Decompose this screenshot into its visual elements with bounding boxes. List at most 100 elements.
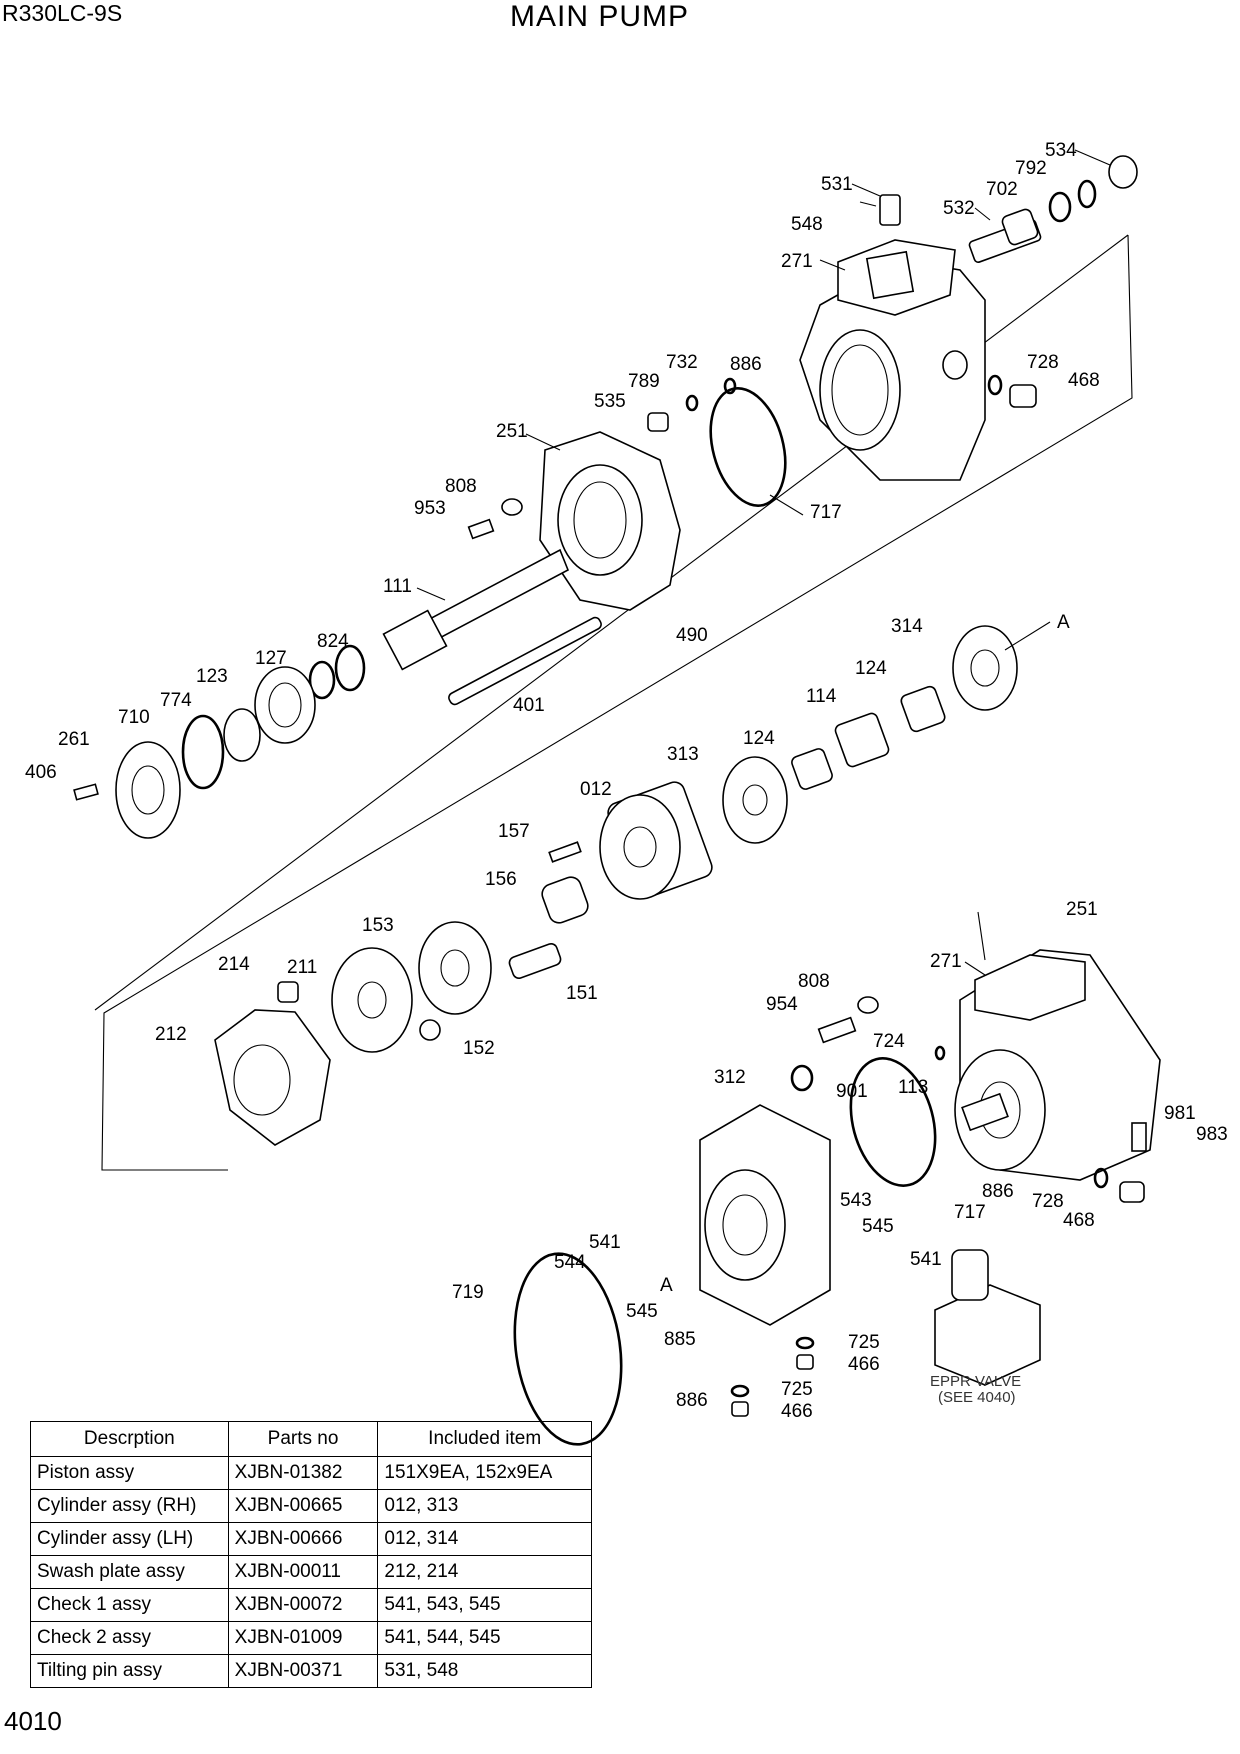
callout: 710: [118, 707, 150, 728]
callout: 983: [1196, 1124, 1228, 1145]
callout: 532: [943, 198, 975, 219]
model-code: R330LC-9S: [2, 0, 123, 26]
oil-seal-774: [223, 708, 261, 762]
callout: 466: [848, 1354, 880, 1375]
o-ring-717-upper: [709, 387, 787, 507]
o-ring-717-lower: [849, 1057, 937, 1187]
cell-description: Cylinder assy (LH): [30, 1522, 229, 1556]
drive-shaft: [382, 548, 570, 671]
eppr-valve: [934, 1249, 1041, 1386]
callout: 156: [485, 869, 517, 890]
o-ring-710: [181, 714, 225, 790]
callout: A: [1057, 612, 1070, 633]
cell-part-number: XJBN-00666: [227, 1522, 379, 1556]
table-row: Check 1 assy XJBN-00072 541, 543, 545: [30, 1588, 592, 1622]
callout: 541: [589, 1232, 621, 1253]
o-ring-724: [934, 1045, 946, 1061]
cell-part-number: XJBN-01382: [227, 1456, 379, 1490]
callout: 214: [218, 954, 250, 975]
table-header-row: Descrption Parts no Included item: [30, 1421, 592, 1457]
piston-151: [508, 943, 562, 979]
callout: 123: [196, 666, 228, 687]
callout: 886: [730, 354, 762, 375]
callout: 789: [628, 371, 660, 392]
callout: 406: [25, 762, 57, 783]
callout: 725: [781, 1379, 813, 1400]
eppr-note-line1: EPPR VALVE: [930, 1373, 1021, 1390]
callout: 212: [155, 1024, 187, 1045]
o-ring-725-b: [730, 1384, 750, 1398]
cell-included: 531, 548: [377, 1654, 592, 1688]
callout: 534: [1045, 140, 1077, 161]
callout: 312: [714, 1067, 746, 1088]
cell-description: Cylinder assy (RH): [30, 1489, 229, 1523]
callout: 702: [986, 179, 1018, 200]
cell-description: Tilting pin assy: [30, 1654, 229, 1688]
o-ring-702: [1048, 191, 1072, 223]
callout: 401: [513, 695, 545, 716]
callout: 152: [463, 1038, 495, 1059]
pin-535: [647, 412, 669, 432]
cell-included: 151X9EA, 152x9EA: [377, 1456, 592, 1490]
page-title: MAIN PUMP: [510, 0, 690, 33]
table-row: Piston assy XJBN-01382 151X9EA, 152x9EA: [30, 1456, 592, 1490]
callout: 113: [898, 1077, 928, 1098]
callout: 261: [58, 729, 90, 750]
callout: 271: [781, 251, 813, 272]
cell-description: Swash plate assy: [30, 1555, 229, 1589]
adjust-spool: [968, 208, 1042, 263]
callout: 468: [1068, 370, 1100, 391]
needle-bearing-114: [834, 712, 890, 768]
cell-part-number: XJBN-00371: [227, 1654, 379, 1688]
callout: 124: [855, 658, 887, 679]
spacer-127: [308, 660, 336, 700]
o-ring-792: [1077, 179, 1097, 209]
plug-534: [1108, 155, 1138, 189]
cell-part-number: XJBN-01009: [227, 1621, 379, 1655]
callout: 725: [848, 1332, 880, 1353]
tilting-pin: [879, 194, 901, 226]
callout: 211: [287, 957, 317, 978]
callout: 885: [664, 1329, 696, 1350]
callout: 313: [667, 744, 699, 765]
callout: 792: [1015, 158, 1047, 179]
callout: 114: [806, 686, 837, 707]
assembly-boundary: [101, 234, 1133, 1171]
front-cover: [539, 431, 681, 611]
shoe-plate-211: [331, 947, 413, 1053]
table-row: Check 2 assy XJBN-01009 541, 544, 545: [30, 1621, 592, 1655]
callout: 886: [676, 1390, 708, 1411]
plug-468-lower: [1119, 1181, 1145, 1203]
column-header: Included item: [377, 1421, 592, 1457]
callout: A: [660, 1275, 673, 1296]
callout: 901: [836, 1081, 868, 1102]
stud-954: [817, 1016, 857, 1044]
spherical-bush-156: [541, 876, 589, 924]
pump-casing-lower: [954, 949, 1161, 1181]
pin-401: [448, 616, 602, 706]
column-header: Parts no: [227, 1421, 379, 1457]
callout: 728: [1027, 352, 1059, 373]
snap-ring-824: [334, 644, 366, 692]
callout: 717: [810, 502, 842, 523]
seal-cover-261: [115, 741, 181, 839]
callout: 728: [1032, 1191, 1064, 1212]
plug-466-a: [796, 1354, 814, 1370]
valve-block-312: [699, 1104, 831, 1326]
callout: 531: [821, 174, 853, 195]
callout: 314: [891, 616, 923, 637]
callout: 251: [1066, 899, 1098, 920]
column-header: Descrption: [30, 1421, 229, 1457]
leader-lines: [416, 149, 1111, 976]
pump-casing-upper: [799, 239, 986, 481]
callout: 953: [414, 498, 446, 519]
o-ring-728-lower: [1093, 1167, 1109, 1189]
callout: 545: [626, 1301, 658, 1322]
bolt-406: [73, 783, 99, 801]
callout: 012: [580, 779, 612, 800]
callout: 468: [1063, 1210, 1095, 1231]
kit-parts-table: Descrption Parts no Included item Piston…: [30, 1421, 592, 1688]
plate-981: [1131, 1122, 1147, 1152]
o-ring-789: [685, 394, 699, 412]
callout: 886: [982, 1181, 1014, 1202]
